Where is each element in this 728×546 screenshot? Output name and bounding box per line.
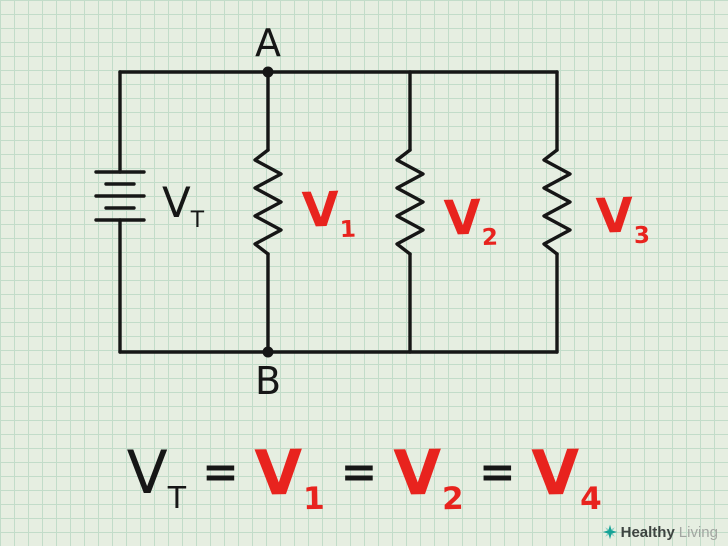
node-b-dot — [262, 346, 274, 358]
resistor-1-label-sub: 1 — [339, 216, 357, 244]
resistor-2-label-main: V — [443, 189, 483, 247]
resistor-1-zigzag — [253, 148, 283, 256]
resistor-3 — [542, 70, 572, 354]
resistor-3-label-sub: 3 — [633, 222, 651, 250]
logo-text-bold: Healthy — [620, 523, 675, 541]
voltage-equation: VT = V1 = V2 = V4 — [126, 435, 602, 517]
equation-term-v2: V2 — [392, 435, 464, 517]
resistor-2-zigzag — [395, 148, 425, 256]
equation-v2-sub: 2 — [441, 480, 464, 518]
equation-v4-main: V — [531, 435, 581, 510]
equation-term-v1: V1 — [254, 435, 325, 517]
resistor-1 — [253, 70, 283, 354]
equation-v2-main: V — [392, 435, 442, 510]
resistor-3-label: V3 — [595, 188, 650, 249]
battery-voltage-sub: T — [190, 207, 205, 233]
equals-sign: = — [202, 447, 239, 498]
battery-voltage-main: V — [162, 178, 191, 227]
resistor-2-label-sub: 2 — [481, 224, 499, 252]
equation-vt-sub: T — [167, 480, 187, 516]
node-label-b: B — [254, 359, 282, 403]
equals-sign: = — [478, 447, 516, 498]
equals-sign: = — [340, 447, 378, 498]
resistor-1-label: V1 — [301, 182, 356, 243]
equation-v1-main: V — [254, 435, 304, 510]
healthy-living-icon — [602, 524, 617, 540]
equation-term-v4: V4 — [531, 435, 602, 517]
equation-term-vt: VT — [126, 437, 186, 514]
equation-vt-main: V — [126, 437, 168, 508]
equation-v1-sub: 1 — [303, 480, 326, 518]
resistor-1-label-main: V — [301, 181, 341, 239]
battery-voltage-label: VT — [162, 182, 204, 232]
node-a-dot — [262, 66, 274, 78]
logo-text-light: Living — [678, 523, 718, 541]
equation-v4-sub: 4 — [579, 480, 603, 518]
node-label-a: A — [255, 21, 281, 65]
battery-icon — [94, 170, 146, 222]
resistor-2 — [395, 70, 425, 354]
resistor-2-label: V2 — [443, 190, 498, 251]
resistor-3-label-main: V — [595, 187, 635, 245]
resistor-3-zigzag — [542, 148, 572, 256]
